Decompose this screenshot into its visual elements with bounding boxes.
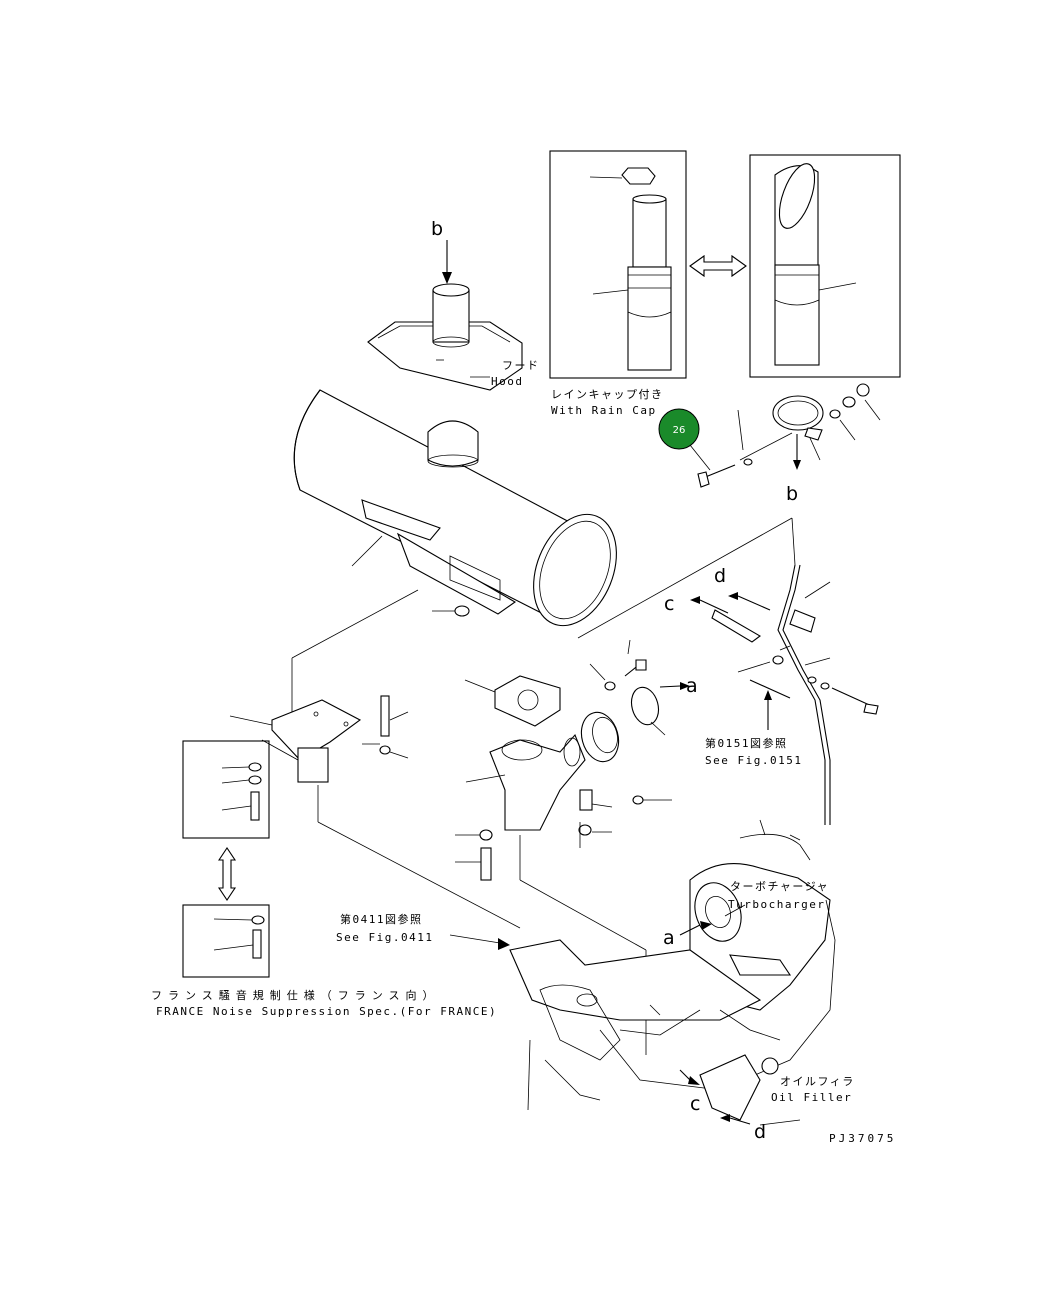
- see-0411-arrow: [449, 934, 510, 950]
- plain-cap-inset: [749, 154, 901, 378]
- elbow-bolts: [455, 639, 690, 881]
- oil-filler-label-en: Oil Filler: [771, 1091, 852, 1104]
- see-fig-0151-en: See Fig.0151: [705, 754, 802, 767]
- elbow-pipe: [465, 733, 586, 831]
- muffler-bracket: [229, 695, 409, 783]
- gasket-plate: [464, 675, 561, 727]
- turbocharger-label-en: Turbocharger: [728, 898, 825, 911]
- clamp-assembly: [697, 383, 881, 488]
- hood-label-en: Hood: [491, 375, 524, 388]
- callout-26-circle[interactable]: [658, 408, 700, 450]
- france-inset: [182, 740, 270, 978]
- letter-c-mid: c: [664, 593, 674, 615]
- france-spec-jp: フランス騒音規制仕様（フランス向）: [151, 988, 440, 1002]
- see-fig-0151-jp: 第0151図参照: [705, 736, 788, 750]
- callout-26-number: 26: [673, 425, 686, 436]
- letter-d-low: d: [754, 1121, 766, 1143]
- turbocharger-label-jp: ターボチャージャ: [730, 880, 829, 893]
- hood-label-jp: フード: [502, 359, 540, 372]
- callout-26[interactable]: 26: [658, 408, 711, 471]
- see-fig-0411-en: See Fig.0411: [336, 931, 433, 944]
- tail-pipe: [690, 564, 879, 825]
- letter-d-mid: d: [714, 565, 726, 587]
- letter-b-top: b: [431, 218, 443, 240]
- letter-a-mid: a: [686, 675, 698, 697]
- letter-b-mid: b: [786, 483, 798, 505]
- double-arrow-swap: [689, 254, 747, 278]
- rain-cap-label-en: With Rain Cap: [551, 404, 657, 417]
- bellows-joint: [580, 686, 666, 763]
- oil-filler-label-jp: オイルフィラ: [780, 1075, 855, 1088]
- rain-cap-label-jp: レインキャップ付き: [551, 388, 664, 401]
- see-fig-0411-jp: 第0411図参照: [340, 912, 423, 926]
- letter-c-low: c: [690, 1093, 700, 1115]
- rain-cap-inset: [549, 150, 687, 379]
- muffler: [293, 389, 617, 627]
- france-spec-en: FRANCE Noise Suppression Spec.(For FRANC…: [156, 1005, 497, 1018]
- muffler-nuts: [432, 605, 470, 617]
- hood: [367, 240, 523, 391]
- engine-turbocharger: [509, 819, 836, 1126]
- drawing-number: PJ37075: [829, 1132, 896, 1145]
- letter-a-low: a: [663, 927, 675, 949]
- reference-lines: [291, 517, 796, 1055]
